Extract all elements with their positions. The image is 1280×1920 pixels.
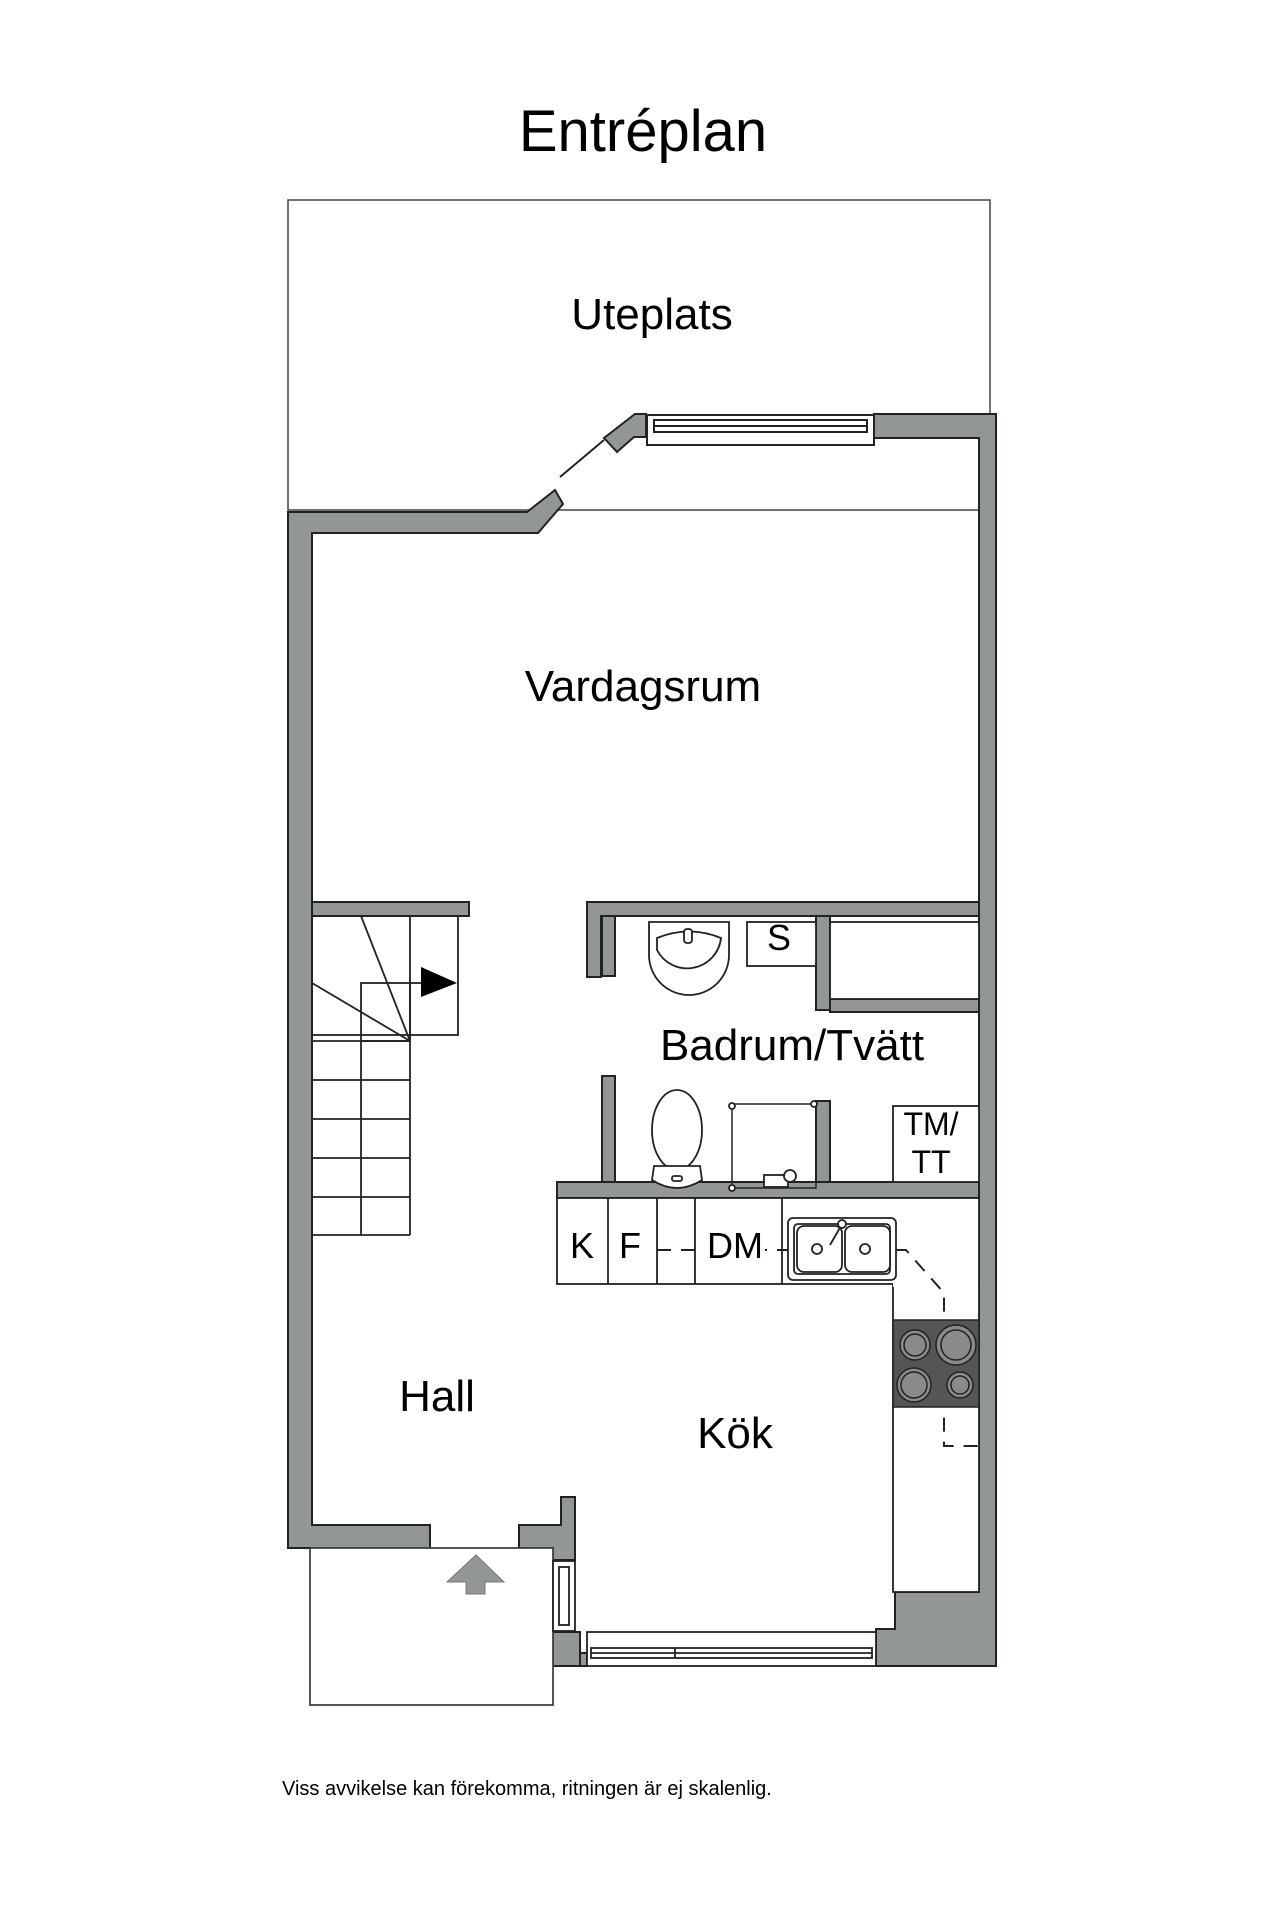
stairs	[311, 915, 459, 1236]
wall-bottom-left-2	[552, 1631, 581, 1667]
sink-icon	[787, 1217, 897, 1281]
room-label-kok: Kök	[697, 1409, 773, 1458]
room-label-uteplats: Uteplats	[571, 290, 733, 339]
washer-dryer-box	[892, 1105, 980, 1183]
shower-area	[731, 1103, 817, 1189]
room-label-vardagsrum: Vardagsrum	[524, 662, 762, 711]
uteplats-area	[287, 199, 991, 511]
disclaimer-text: Viss avvikelse kan förekomma, ritningen …	[282, 1778, 772, 1800]
window-top	[646, 414, 875, 446]
fixture-label-tt: TT	[911, 1144, 951, 1180]
entrance-arrow-icon	[445, 1554, 506, 1595]
cabinet-s	[746, 921, 817, 967]
window-entrance-side	[552, 1560, 576, 1632]
patio-door-line	[559, 439, 605, 478]
fixture-label-k: K	[569, 1225, 595, 1266]
walls	[287, 413, 997, 1667]
wall-bath-mid-upper	[815, 915, 831, 1011]
wall-bath-left-lower	[601, 1075, 616, 1193]
stairs-direction-arrow-icon	[421, 967, 457, 997]
wall-bath-closet	[829, 998, 980, 1013]
bathroom-fixtures	[648, 921, 980, 1192]
stove-icon	[892, 1319, 980, 1408]
window-bottom	[586, 1631, 877, 1667]
closet-right	[829, 921, 980, 1000]
wall-interior-left	[311, 901, 470, 917]
entrance-step	[309, 1547, 554, 1706]
room-label-hall: Hall	[399, 1372, 475, 1421]
wall-bath-left-upper	[601, 915, 616, 977]
toilet-icon	[651, 1089, 703, 1171]
page-title: Entréplan	[518, 99, 768, 164]
wall-top-right	[873, 413, 997, 1667]
room-label-badrum: Badrum/Tvätt	[659, 1021, 925, 1070]
upper-cabinet-dashed-line	[657, 1249, 978, 1447]
wall-bath-mid-lower	[815, 1100, 831, 1193]
fixture-label-dm: DM	[705, 1225, 765, 1266]
washbasin-icon	[648, 921, 730, 996]
fixture-label-s: S	[766, 917, 792, 958]
fixture-label-f: F	[619, 1225, 641, 1266]
fixture-label-tm: TM/	[903, 1106, 959, 1142]
